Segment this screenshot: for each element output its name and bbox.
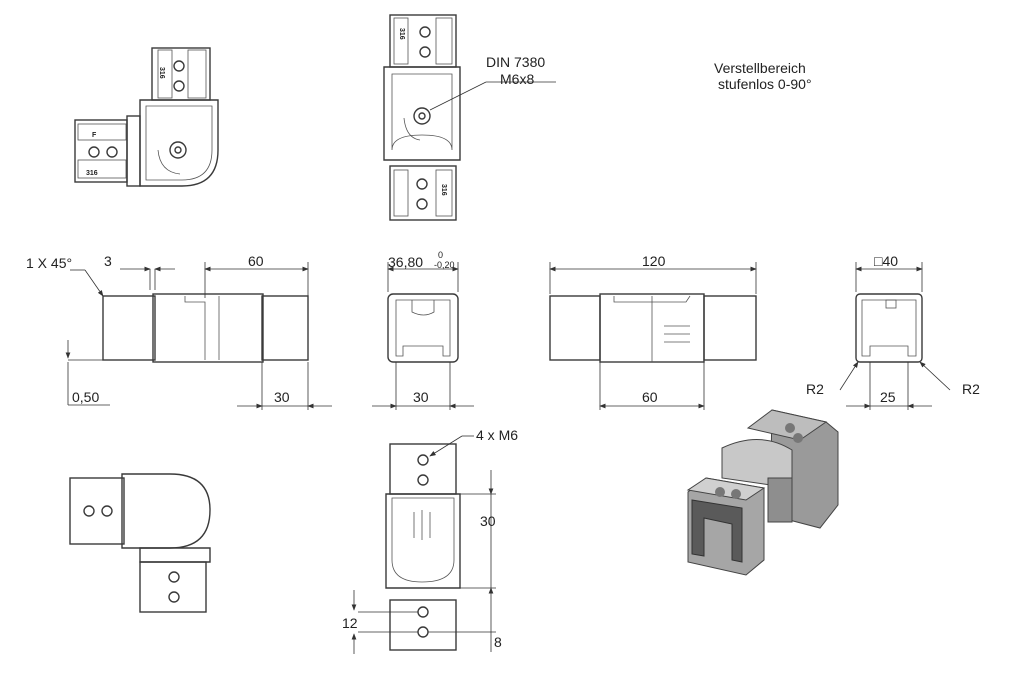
dim-section-inner: 30 (413, 389, 429, 405)
din-size-label: M6x8 (500, 71, 534, 87)
dim-hole-pitch: 30 (480, 513, 496, 529)
side-view-left (65, 262, 332, 410)
dim-tol-lower: -0,20 (434, 260, 455, 270)
dim-edge-12: 12 (342, 615, 358, 631)
dim-insert-tail: 30 (274, 389, 290, 405)
angled-view-bottomleft (69, 473, 211, 613)
dim-edge-8: 8 (494, 634, 502, 650)
dim-tol-upper: 0 (438, 250, 443, 260)
isometric-render (686, 409, 839, 576)
svg-text:F: F (92, 132, 97, 139)
dim-radius-left: R2 (806, 381, 824, 397)
dim-middle-length: 60 (642, 389, 658, 405)
section-view (372, 262, 474, 410)
tube-section (839, 262, 951, 410)
bolts-label: 4 x M6 (476, 427, 518, 443)
dim-tube-size: □40 (874, 253, 898, 269)
dim-insert-length: 60 (248, 253, 264, 269)
dim-chamfer: 1 X 45° (26, 255, 72, 271)
dim-total-length: 120 (642, 253, 666, 269)
side-view-right (549, 262, 757, 410)
front-view-bottom (351, 435, 496, 654)
angled-view-topleft: 316 F (74, 47, 219, 187)
stamp-material-2: 316 (398, 28, 405, 40)
adjust-range-value: stufenlos 0-90° (718, 76, 812, 92)
din-label: DIN 7380 (486, 54, 545, 70)
dim-gap: 3 (104, 253, 112, 269)
stamp-material-3: 316 (440, 184, 447, 196)
dim-offset: 0,50 (72, 389, 99, 405)
dim-slot-width: 25 (880, 389, 896, 405)
top-view-middle (383, 14, 556, 221)
stamp-material-1: 316 (158, 67, 165, 79)
svg-text:316: 316 (86, 170, 98, 177)
adjust-range-label: Verstellbereich (714, 60, 806, 76)
dim-radius-right: R2 (962, 381, 980, 397)
dim-section-width: 36,80 (388, 254, 423, 270)
